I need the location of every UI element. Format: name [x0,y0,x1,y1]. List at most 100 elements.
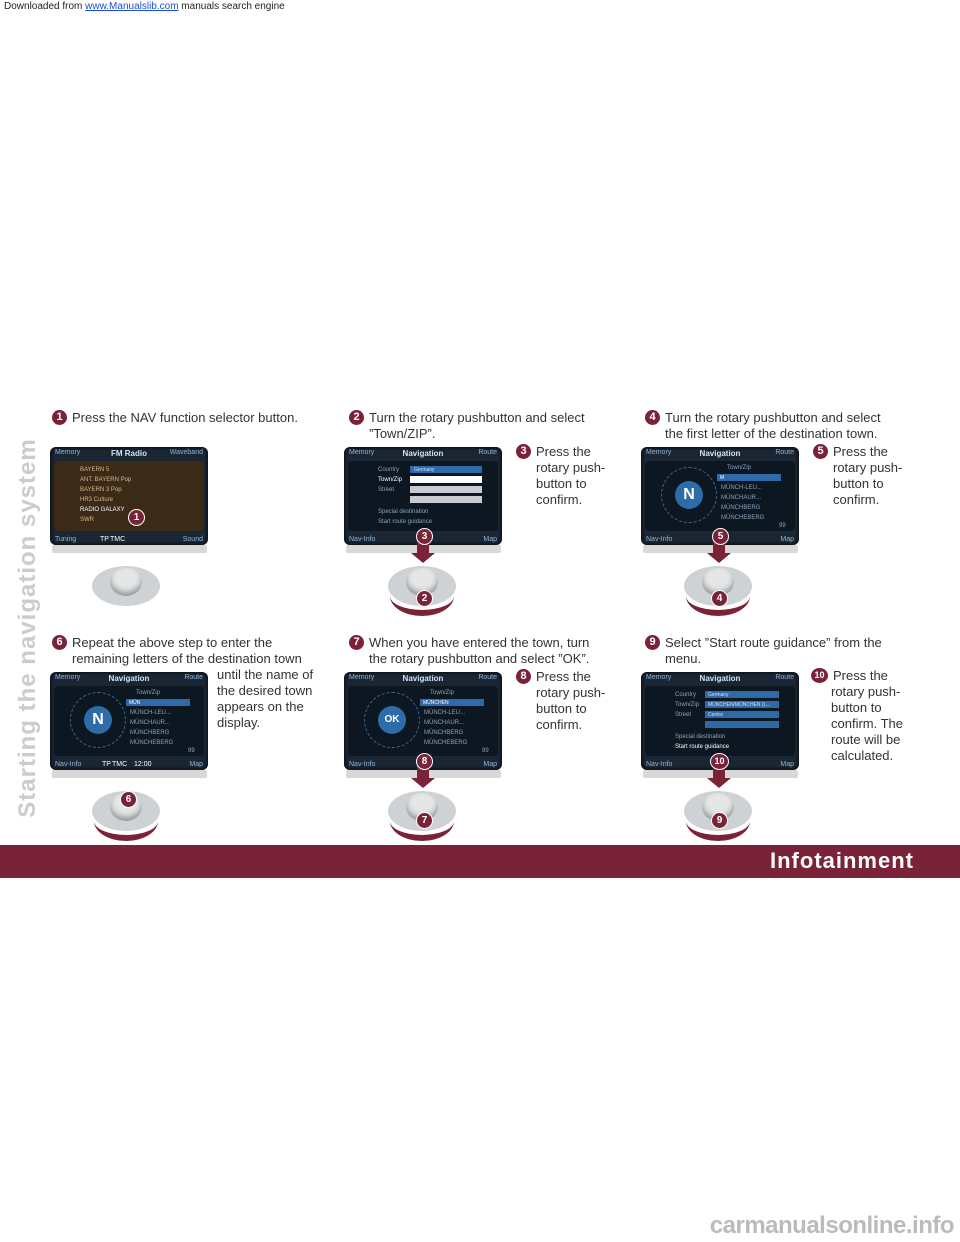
letter-n: N [675,481,703,509]
callout-1: 1 [128,509,145,526]
step-6-line: the desired town [217,683,313,698]
result-count: 99 [779,523,786,529]
town-zip-heading: Town/Zip [430,690,455,696]
map-label: Map [483,536,497,543]
tmc-label: TMC [112,761,128,768]
step-10-line: calculated. [831,748,894,764]
letter-n: N [84,706,112,734]
step-4-number: 4 [645,410,660,426]
map-label: Map [483,761,497,768]
step-10-number: 10 [811,668,828,684]
town-zip-heading: Town/Zip [136,690,161,696]
start-route-guidance: Start route guidance [675,744,730,750]
town-item: MÜNCHAUR... [721,495,761,501]
tp-label: TP [100,536,109,543]
function-keys[interactable] [52,770,207,778]
start-route-guidance: Start route guidance [378,519,433,525]
step-2-line2: ”Town/ZIP”. [369,426,436,442]
route-label: Route [184,674,203,681]
header-suffix: manuals search engine [178,1,285,12]
navigation-title: Navigation [402,674,444,683]
step-9-number: 9 [645,635,660,651]
step-3-line: confirm. [536,492,583,508]
rotary-pushbutton[interactable] [384,773,460,841]
station-item: ANT. BAYERN Pop [80,477,132,483]
manualslib-link[interactable]: www.Manualslib.com [85,1,179,12]
station-item: SWR [80,517,94,523]
town-item: MÜNCHAUR... [130,720,170,726]
navigation-title: Navigation [699,674,741,683]
country-label: Country [378,467,400,473]
town-value: MÜNCHEN/MÜNCHEN (L... [708,702,771,708]
step-6-line: display. [217,715,261,730]
town-item: MÜNCHEBERG [424,740,468,746]
typed-letters: M [720,475,725,481]
step-4-line1: Turn the rotary pushbutton and select [665,410,881,425]
fm-radio-title: FM Radio [111,449,147,458]
ok-button: OK [378,706,406,734]
step-3-number: 3 [516,444,531,460]
result-count: 99 [482,748,489,754]
nav-info-label: Nav-Info [55,761,82,768]
navigation-title: Navigation [108,674,150,683]
step-6-line1: Repeat the above step to enter the [72,635,273,650]
step-5-line: rotary push- [833,460,903,476]
step-10-line: confirm. The [831,716,904,732]
step-8-line: confirm. [536,717,583,733]
callout-7: 7 [416,812,433,829]
memory-label: Memory [349,674,375,681]
memory-label: Memory [55,674,81,681]
callout-8: 8 [416,753,433,770]
download-header: Downloaded from www.Manualslib.com manua… [4,1,285,12]
step-10-line: button to [831,700,882,716]
street-value: Centre [708,712,724,718]
function-keys[interactable] [52,545,207,553]
special-destination: Special destination [675,734,726,740]
station-item: BAYERN 3 Pop [80,487,122,493]
waveband-label: Waveband [169,449,203,456]
nav-info-label: Nav-Info [349,761,376,768]
step-8-line: button to [536,701,587,717]
step-10-line: Press the [833,668,888,683]
town-item: MÜNCHBERG [424,730,464,736]
step-2-line1: Turn the rotary pushbutton and select [369,410,585,425]
town-item: MÜNCHBERG [130,730,170,736]
town-label: Town/Zip [675,702,700,708]
station-item: HR3 Culture [80,497,114,503]
rotary-pushbutton[interactable] [88,548,164,612]
step-6-line: until the name of [217,667,314,682]
result-count: 99 [188,748,195,754]
side-title: Starting the navigation system [14,438,41,818]
step-6-line2: remaining letters of the destination tow… [72,651,302,667]
navigation-title: Navigation [402,449,444,458]
memory-label: Memory [55,449,81,456]
memory-label: Memory [646,449,672,456]
callout-5: 5 [712,528,729,545]
step-5-line: Press the [833,444,888,459]
nav-info-label: Nav-Info [349,536,376,543]
step-2-number: 2 [349,410,364,426]
step-1-text: Press the NAV function selector button. [72,410,298,425]
callout-6: 6 [120,791,137,808]
step-10-line: rotary push- [831,684,901,700]
step-10: 10 Press the rotary push- button to confi… [811,668,903,764]
step-6-cont: until the name of the desired town appea… [217,667,313,731]
step-10-line: route will be [831,732,901,748]
step-7-line2: the rotary pushbutton and select ”OK”. [369,651,590,667]
tmc-label: TMC [110,536,126,543]
country-value: Germany [708,692,729,698]
street-label: Street [378,487,395,493]
step-8-line: Press the [536,669,591,684]
clock: 12:00 [134,761,152,768]
